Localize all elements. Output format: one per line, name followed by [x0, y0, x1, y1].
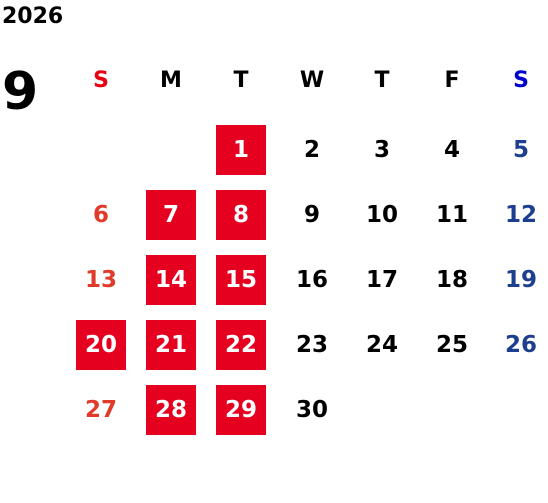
day-14[interactable]: 14: [146, 255, 196, 305]
day-26[interactable]: 26: [504, 332, 537, 358]
day-4[interactable]: 4: [443, 137, 460, 163]
day-25[interactable]: 25: [435, 332, 468, 358]
day-10[interactable]: 10: [365, 202, 398, 228]
weekday-header-wed: W: [299, 67, 325, 93]
weekday-header-mon: M: [160, 67, 182, 93]
month-number: 9: [2, 62, 39, 122]
day-2[interactable]: 2: [303, 137, 320, 163]
day-22[interactable]: 22: [216, 320, 266, 370]
weekday-header-tue: T: [233, 67, 249, 93]
day-13[interactable]: 13: [84, 267, 117, 293]
day-29[interactable]: 29: [216, 385, 266, 435]
day-27[interactable]: 27: [84, 397, 117, 423]
day-21[interactable]: 21: [146, 320, 196, 370]
day-11[interactable]: 11: [435, 202, 468, 228]
weekday-header-sun: S: [93, 67, 109, 93]
day-23[interactable]: 23: [295, 332, 328, 358]
day-5[interactable]: 5: [512, 137, 529, 163]
day-24[interactable]: 24: [365, 332, 398, 358]
day-19[interactable]: 19: [504, 267, 537, 293]
day-15[interactable]: 15: [216, 255, 266, 305]
day-1[interactable]: 1: [216, 125, 266, 175]
day-30[interactable]: 30: [295, 397, 328, 423]
weekday-header-fri: F: [444, 67, 460, 93]
day-18[interactable]: 18: [435, 267, 468, 293]
day-17[interactable]: 17: [365, 267, 398, 293]
weekday-header-sat: S: [513, 67, 529, 93]
day-8[interactable]: 8: [216, 190, 266, 240]
day-7[interactable]: 7: [146, 190, 196, 240]
day-6[interactable]: 6: [92, 202, 109, 228]
weekday-header-thu: T: [374, 67, 390, 93]
day-9[interactable]: 9: [303, 202, 320, 228]
day-3[interactable]: 3: [373, 137, 390, 163]
day-20[interactable]: 20: [76, 320, 126, 370]
day-16[interactable]: 16: [295, 267, 328, 293]
day-28[interactable]: 28: [146, 385, 196, 435]
day-12[interactable]: 12: [504, 202, 537, 228]
year-label: 2026: [2, 4, 64, 29]
